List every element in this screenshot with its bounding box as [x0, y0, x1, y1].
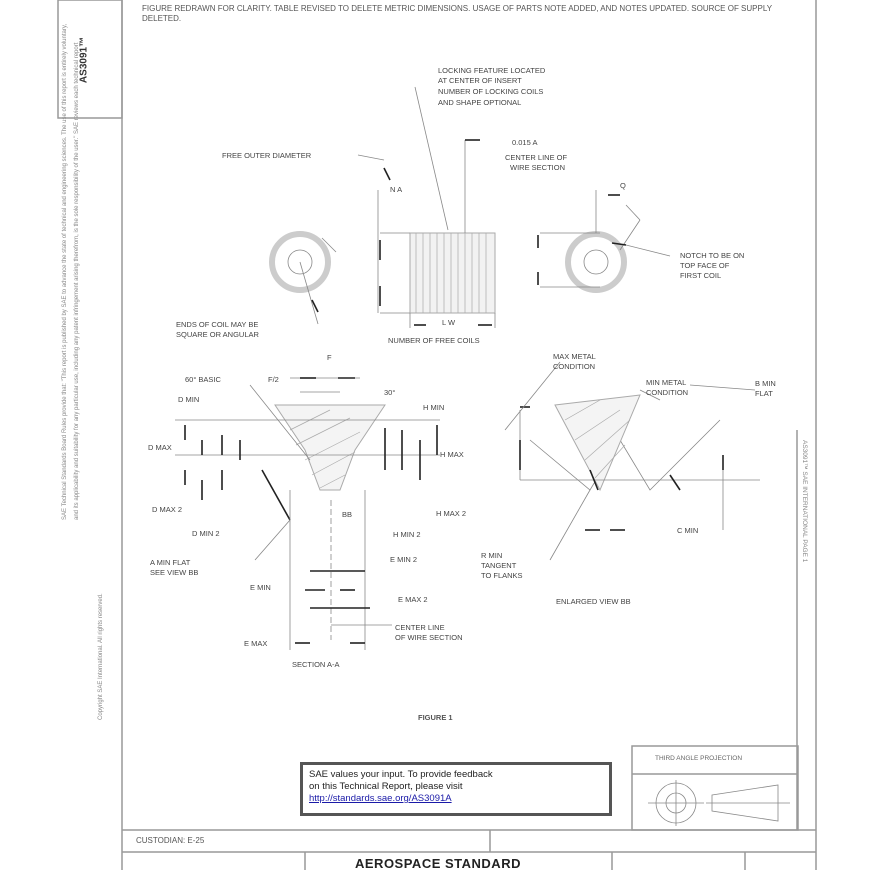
label-b-min: FLAT [755, 389, 773, 398]
label-locking-feature: AT CENTER OF INSERT [438, 76, 522, 85]
label-enlarged-view-bb: ENLARGED VIEW BB [556, 597, 631, 606]
doc-number-box [57, 0, 123, 119]
label-number-free-coils: NUMBER OF FREE COILS [388, 336, 480, 345]
label-f-half: F/2 [268, 375, 279, 384]
label-h-min: H MIN [423, 403, 444, 412]
label-30: 30° [384, 388, 395, 397]
label-d-max: D MAX [148, 443, 172, 452]
label-center-line: WIRE SECTION [510, 163, 565, 172]
label-ends-of-coil: ENDS OF COIL MAY BE [176, 320, 258, 329]
figure-caption: FIGURE 1 [418, 713, 453, 722]
label-e-max: E MAX [244, 639, 267, 648]
label-h-max-half: H MAX 2 [436, 509, 466, 518]
revision-note: FIGURE REDRAWN FOR CLARITY. TABLE REVISE… [142, 4, 772, 23]
label-b-min: B MIN [755, 379, 776, 388]
label-d-max-half: D MAX 2 [152, 505, 182, 514]
label-h-max: H MAX [440, 450, 464, 459]
label-free-outer-diameter: FREE OUTER DIAMETER [222, 151, 312, 160]
label-center-line: CENTER LINE OF [505, 153, 568, 162]
label-a-min-flat: SEE VIEW BB [150, 568, 198, 577]
label-r-min: TO FLANKS [481, 571, 523, 580]
label-bb: BB [342, 510, 352, 519]
label-min-metal: CONDITION [646, 388, 688, 397]
label-center-line-wire: CENTER LINE [395, 623, 445, 632]
label-h-min-half: H MIN 2 [393, 530, 421, 539]
label-max-metal: MAX METAL [553, 352, 596, 361]
label-d-min-half: D MIN 2 [192, 529, 220, 538]
enlarged-view-bb-drawing [504, 361, 760, 561]
label-r-min: TANGENT [481, 561, 517, 570]
label-max-metal: CONDITION [553, 362, 595, 371]
label-notch: TOP FACE OF [680, 261, 730, 270]
label-lw: L W [442, 318, 456, 327]
label-notch: FIRST COIL [680, 271, 721, 280]
label-locking-feature: AND SHAPE OPTIONAL [438, 98, 521, 107]
projection-box [631, 745, 799, 831]
label-r-min: R MIN [481, 551, 502, 560]
label-section-a-a: SECTION A-A [292, 660, 340, 669]
label-notch: NOTCH TO BE ON [680, 251, 744, 260]
section-a-a-drawing [175, 377, 440, 650]
label-a-min-flat: A MIN FLAT [150, 558, 191, 567]
label-center-line-wire: OF WIRE SECTION [395, 633, 463, 642]
label-q: Q [620, 181, 626, 190]
coil-end-view-left [269, 231, 337, 325]
label-e-min-half: E MIN 2 [390, 555, 417, 564]
third-angle-projection-symbol [648, 780, 790, 826]
label-min-metal: MIN METAL [646, 378, 686, 387]
label-d-min: D MIN [178, 395, 199, 404]
label-tolerance: 0.015 A [512, 138, 537, 147]
feedback-box: SAE values your input. To provide feedba… [300, 762, 612, 816]
feedback-text: on this Technical Report, please visit [309, 781, 463, 792]
label-locking-feature: LOCKING FEATURE LOCATED [438, 66, 546, 75]
label-c-min: C MIN [677, 526, 698, 535]
custodian-label: CUSTODIAN: E-25 [136, 836, 205, 845]
coil-side-view [357, 86, 496, 328]
projection-label: THIRD ANGLE PROJECTION [655, 755, 743, 762]
label-60-basic: 60° BASIC [185, 375, 222, 384]
feedback-link[interactable]: http://standards.sae.org/AS3091A [309, 793, 452, 804]
label-ends-of-coil: SQUARE OR ANGULAR [176, 330, 260, 339]
label-datum: N A [390, 185, 402, 194]
label-locking-feature: NUMBER OF LOCKING COILS [438, 87, 543, 96]
figure-labels: LOCKING FEATURE LOCATED AT CENTER OF INS… [148, 66, 776, 669]
label-f: F [327, 353, 332, 362]
standard-title: AEROSPACE STANDARD [355, 856, 521, 871]
label-e-max-half: E MAX 2 [398, 595, 428, 604]
feedback-text: SAE values your input. To provide feedba… [309, 769, 493, 780]
coil-end-view-right [537, 190, 671, 293]
label-e-min: E MIN [250, 583, 271, 592]
